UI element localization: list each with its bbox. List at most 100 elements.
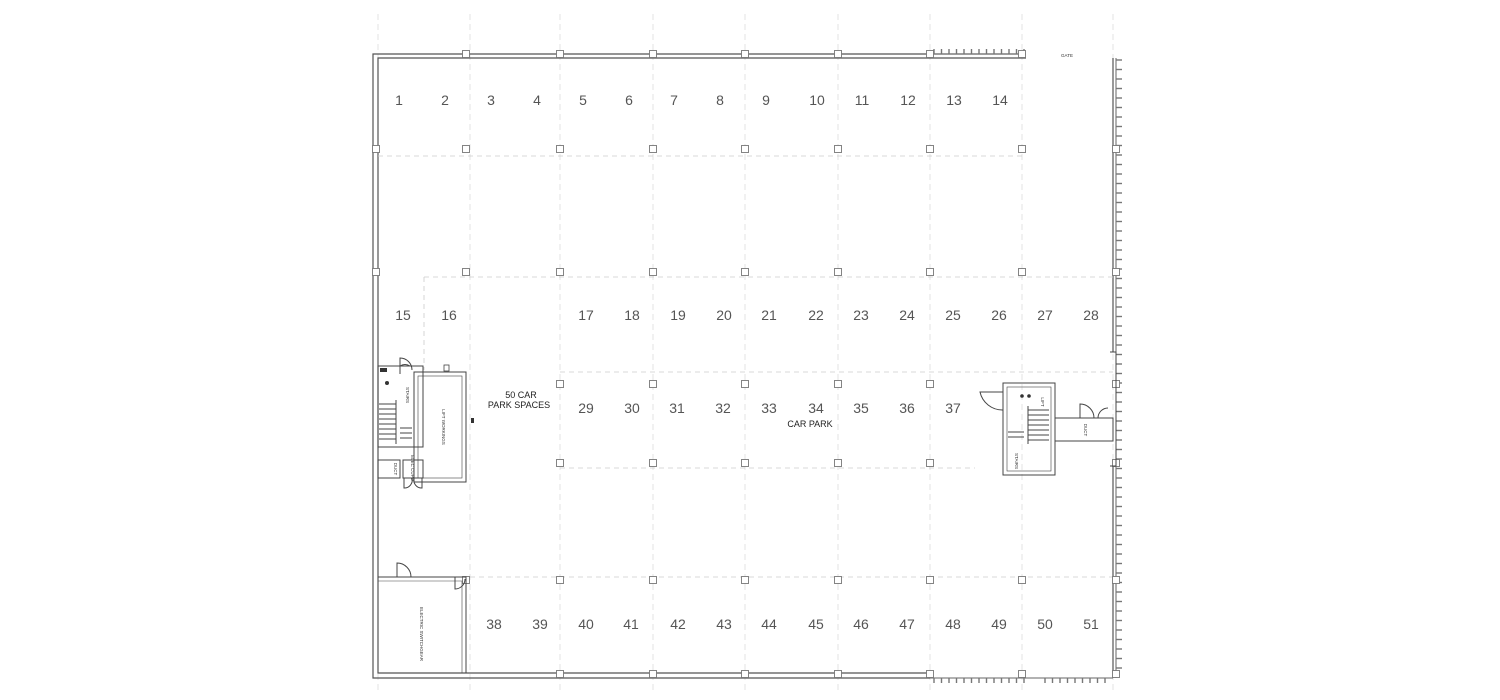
bay-number: 32 xyxy=(715,400,731,416)
bay-number: 6 xyxy=(625,92,633,108)
elec-cupd-label: ELEC CUPD xyxy=(410,455,415,482)
column-post xyxy=(556,576,564,584)
right-stair-core xyxy=(979,351,1117,476)
bay-number: 2 xyxy=(441,92,449,108)
column-post xyxy=(741,459,749,467)
column-post xyxy=(556,670,564,678)
bay-number: 44 xyxy=(761,616,777,632)
column-post xyxy=(462,145,470,153)
column-post xyxy=(1112,145,1120,153)
column-post xyxy=(834,145,842,153)
bay-number: 42 xyxy=(670,616,686,632)
column-post xyxy=(372,145,380,153)
gate-label: GATE xyxy=(1061,53,1073,58)
column-post xyxy=(926,50,934,58)
bay-number: 28 xyxy=(1083,307,1099,323)
bay-number: 21 xyxy=(761,307,777,323)
exit-sign xyxy=(380,368,387,372)
column-post xyxy=(649,670,657,678)
column-post xyxy=(834,268,842,276)
column-post xyxy=(649,576,657,584)
column-post xyxy=(556,145,564,153)
bay-number: 30 xyxy=(624,400,640,416)
column-post xyxy=(1112,670,1120,678)
bay-number: 19 xyxy=(670,307,686,323)
bay-number: 10 xyxy=(809,92,825,108)
bay-number: 48 xyxy=(945,616,961,632)
column-post xyxy=(741,380,749,388)
bay-number: 45 xyxy=(808,616,824,632)
column-post xyxy=(926,268,934,276)
lift-workings-label: LIFT WORKINGS xyxy=(441,409,446,444)
bay-number: 23 xyxy=(853,307,869,323)
bay-number: 9 xyxy=(762,92,770,108)
switchgear-label: ELECTRIC SWITCHGEAR xyxy=(419,607,424,662)
bay-number: 38 xyxy=(486,616,502,632)
bay-number: 36 xyxy=(899,400,915,416)
bay-number: 7 xyxy=(670,92,678,108)
column-post xyxy=(649,380,657,388)
bay-number: 37 xyxy=(945,400,961,416)
column-post xyxy=(462,50,470,58)
column-posts xyxy=(372,50,1120,678)
bay-number: 46 xyxy=(853,616,869,632)
column-post xyxy=(834,576,842,584)
bay-number: 12 xyxy=(900,92,916,108)
right-fire-point-icon xyxy=(1020,394,1024,398)
capacity-label-line2: PARK SPACES xyxy=(488,400,550,410)
column-post xyxy=(741,670,749,678)
column-post xyxy=(556,50,564,58)
capacity-label-line1: 50 CAR xyxy=(505,390,537,400)
bay-number: 16 xyxy=(441,307,457,323)
bay-number: 26 xyxy=(991,307,1007,323)
column-post xyxy=(926,380,934,388)
column-post xyxy=(926,576,934,584)
bay-number: 18 xyxy=(624,307,640,323)
bay-number: 34 xyxy=(808,400,824,416)
column-post xyxy=(649,145,657,153)
bay-number: 22 xyxy=(808,307,824,323)
bay-number: 41 xyxy=(623,616,639,632)
column-post xyxy=(1018,145,1026,153)
car-park-label: CAR PARK xyxy=(787,419,832,429)
column-post xyxy=(741,268,749,276)
bay-number: 3 xyxy=(487,92,495,108)
left-stair-core xyxy=(377,357,467,489)
column-post xyxy=(372,268,380,276)
column-post xyxy=(834,670,842,678)
bay-number: 20 xyxy=(716,307,732,323)
bay-number: 14 xyxy=(992,92,1008,108)
bay-number: 25 xyxy=(945,307,961,323)
bay-number: 17 xyxy=(578,307,594,323)
left-stairs-label: STAIRS xyxy=(405,387,410,403)
bay-number: 13 xyxy=(946,92,962,108)
bay-number: 31 xyxy=(669,400,685,416)
column-post xyxy=(926,145,934,153)
bay-number: 29 xyxy=(578,400,594,416)
right-stairs-label: STAIRS xyxy=(1014,453,1019,469)
right-lift-label: LIFT xyxy=(1040,397,1045,407)
column-post xyxy=(649,50,657,58)
column-post xyxy=(1018,50,1026,58)
column-post xyxy=(741,145,749,153)
fire-point-icon xyxy=(385,381,389,385)
column-post xyxy=(741,50,749,58)
lift-indicator xyxy=(443,364,450,372)
bay-number: 1 xyxy=(395,92,403,108)
column-post xyxy=(741,576,749,584)
column-post xyxy=(649,268,657,276)
column-post xyxy=(556,380,564,388)
bay-number: 11 xyxy=(855,92,870,108)
column-post xyxy=(834,380,842,388)
gate-ticks xyxy=(933,49,1122,683)
column-post xyxy=(556,459,564,467)
bay-number: 8 xyxy=(716,92,724,108)
bay-number: 24 xyxy=(899,307,915,323)
bay-number: 27 xyxy=(1037,307,1053,323)
bay-number: 39 xyxy=(532,616,548,632)
column-post xyxy=(1018,268,1026,276)
